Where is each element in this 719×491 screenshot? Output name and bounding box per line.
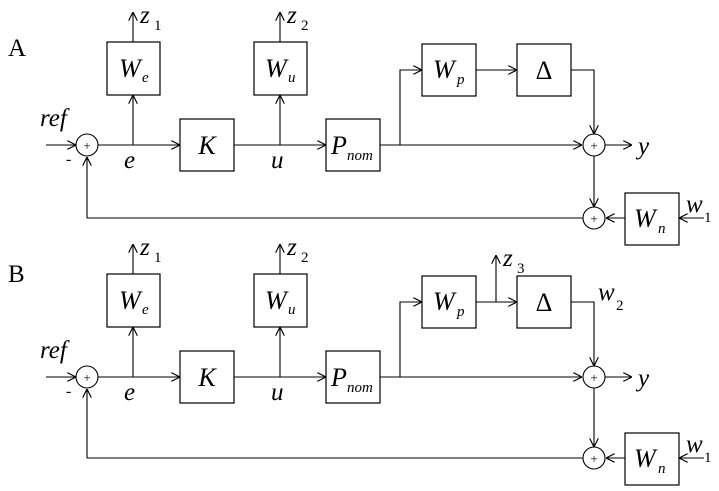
- panel-a-sum-ref: +: [75, 133, 99, 157]
- panel-a-block-wp: W p: [421, 43, 477, 97]
- panel-a-u-label: u: [271, 147, 284, 174]
- svg-text:z: z: [139, 2, 150, 29]
- svg-text:z: z: [286, 234, 297, 261]
- panel-b-sum-ref: +: [75, 365, 99, 389]
- panel-a-ref-label: ref: [40, 105, 70, 132]
- svg-text:W: W: [119, 54, 143, 83]
- panel-b-block-wu: W u: [253, 273, 308, 328]
- panel-a-block-we: W e: [106, 41, 161, 96]
- panel-a-minus-sign: -: [66, 151, 71, 168]
- svg-text:2: 2: [616, 298, 624, 314]
- svg-text:+: +: [83, 138, 90, 153]
- panel-a-y-label: y: [635, 133, 650, 160]
- svg-text:W: W: [119, 286, 143, 315]
- panel-b-ref-label: ref: [40, 337, 70, 364]
- panel-b-wires: [46, 244, 704, 458]
- panel-a-block-pnom: P nom: [325, 118, 381, 172]
- panel-b-z1-label: z 1: [139, 234, 162, 266]
- svg-text:w: w: [686, 431, 703, 458]
- svg-text:p: p: [456, 72, 465, 88]
- svg-text:n: n: [658, 221, 666, 237]
- svg-text:Δ: Δ: [536, 56, 553, 85]
- panel-a-sum-output: +: [582, 133, 606, 157]
- svg-text:W: W: [634, 444, 658, 473]
- panel-a-wires: [46, 12, 704, 218]
- svg-text:+: +: [590, 370, 597, 385]
- panel-b-y-label: y: [635, 365, 650, 392]
- panel-b-minus-sign: -: [66, 383, 71, 400]
- svg-text:2: 2: [301, 18, 309, 34]
- svg-text:e: e: [142, 302, 149, 318]
- panel-b-z2-label: z 2: [286, 234, 309, 266]
- svg-text:2: 2: [301, 250, 309, 266]
- svg-text:K: K: [197, 131, 217, 160]
- panel-b-w1-label: w 1: [686, 431, 712, 466]
- svg-text:e: e: [142, 70, 149, 86]
- svg-text:nom: nom: [347, 380, 373, 396]
- panel-a-w1-label: w 1: [686, 191, 712, 226]
- svg-text:w: w: [598, 279, 615, 306]
- panel-b-block-delta: Δ: [516, 275, 572, 329]
- panel-b-u-label: u: [271, 379, 284, 406]
- svg-text:u: u: [288, 70, 296, 86]
- panel-b-w2-label: w 2: [598, 279, 624, 314]
- svg-text:u: u: [288, 302, 296, 318]
- svg-text:Δ: Δ: [536, 288, 553, 317]
- panel-b-e-label: e: [124, 379, 135, 406]
- svg-text:1: 1: [704, 450, 712, 466]
- svg-text:W: W: [433, 55, 457, 84]
- panel-a-z1-label: z 1: [139, 2, 162, 34]
- svg-text:z: z: [502, 245, 513, 272]
- svg-text:z: z: [286, 2, 297, 29]
- svg-text:1: 1: [154, 250, 162, 266]
- panel-a-block-wu: W u: [253, 41, 308, 96]
- svg-text:+: +: [83, 370, 90, 385]
- panel-b-block-we: W e: [106, 273, 161, 328]
- panel-a-block-delta: Δ: [516, 43, 572, 97]
- panel-b: B + +: [8, 234, 712, 486]
- panel-a-block-k: K: [179, 118, 235, 172]
- svg-text:W: W: [634, 204, 658, 233]
- svg-text:P: P: [330, 363, 347, 392]
- panel-b-label: B: [8, 261, 25, 288]
- svg-text:+: +: [590, 138, 597, 153]
- svg-text:W: W: [265, 54, 289, 83]
- panel-b-block-wp: W p: [421, 275, 477, 329]
- svg-text:W: W: [433, 287, 457, 316]
- svg-text:1: 1: [704, 210, 712, 226]
- panel-b-block-wn: W n: [624, 432, 680, 486]
- panel-b-sum-noise: +: [582, 446, 606, 470]
- svg-text:P: P: [330, 131, 347, 160]
- svg-text:+: +: [590, 451, 597, 466]
- svg-text:+: +: [590, 211, 597, 226]
- panel-a-e-label: e: [124, 147, 135, 174]
- panel-a-block-wn: W n: [624, 192, 680, 246]
- panel-b-block-k: K: [179, 350, 235, 404]
- panel-b-z3-label: z 3: [502, 245, 525, 277]
- svg-text:nom: nom: [347, 148, 373, 164]
- panel-b-sum-output: +: [582, 365, 606, 389]
- svg-text:3: 3: [517, 261, 525, 277]
- svg-text:W: W: [265, 286, 289, 315]
- panel-a-sum-noise: +: [582, 206, 606, 230]
- panel-a-z2-label: z 2: [286, 2, 309, 34]
- svg-text:1: 1: [154, 18, 162, 34]
- panel-a: A + +: [8, 2, 712, 246]
- panel-a-label: A: [8, 35, 26, 62]
- svg-text:p: p: [456, 304, 465, 320]
- panel-b-block-pnom: P nom: [325, 350, 381, 404]
- svg-text:K: K: [197, 363, 217, 392]
- svg-text:n: n: [658, 461, 666, 477]
- svg-text:z: z: [139, 234, 150, 261]
- svg-text:w: w: [686, 191, 703, 218]
